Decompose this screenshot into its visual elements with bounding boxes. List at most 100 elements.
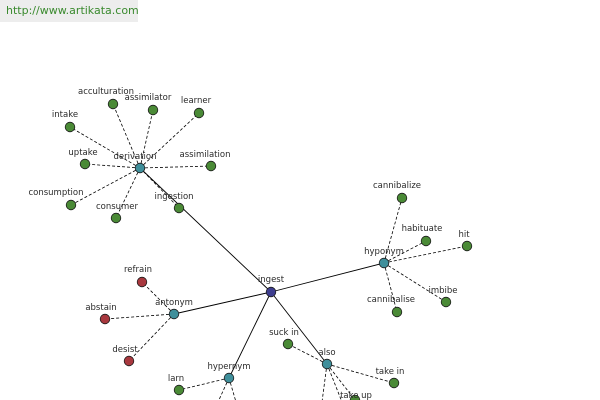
node-uptake[interactable]: uptake — [68, 148, 98, 170]
node-label: learner — [181, 96, 212, 106]
site-url-link[interactable]: http://www.artikata.com — [6, 4, 139, 17]
node-assimilator[interactable]: assimilator — [125, 93, 172, 116]
node-hypernym[interactable]: hypernym — [207, 362, 251, 384]
node-label: assimilator — [125, 93, 172, 103]
node-ingestion[interactable]: ingestion — [154, 192, 194, 214]
node-label: uptake — [68, 148, 97, 158]
node-cannibalize[interactable]: cannibalize — [373, 181, 421, 204]
antonym-word-marker[interactable] — [123, 355, 135, 367]
word-marker[interactable] — [420, 235, 432, 247]
word-marker[interactable] — [388, 377, 400, 389]
edge-antonym-desist — [128, 313, 175, 362]
node-antonym[interactable]: antonym — [155, 298, 193, 320]
edge-stub-also-2 — [321, 363, 328, 400]
node-label: consumer — [96, 202, 139, 212]
node-acculturation[interactable]: acculturation — [78, 87, 134, 110]
node-label: antonym — [155, 298, 193, 308]
node-learner[interactable]: learner — [181, 96, 212, 119]
word-marker[interactable] — [391, 306, 403, 318]
node-take-in[interactable]: take in — [376, 367, 405, 389]
word-marker[interactable] — [65, 199, 77, 211]
node-suck-in[interactable]: suck in — [269, 328, 299, 350]
node-label: abstain — [85, 303, 116, 313]
edge-antonym-refrain — [141, 281, 175, 315]
edge-derivation-acculturation — [112, 103, 141, 169]
node-label: desist — [112, 345, 138, 355]
node-hit[interactable]: hit — [458, 230, 473, 252]
word-marker[interactable] — [193, 107, 205, 119]
node-consumption[interactable]: consumption — [28, 188, 84, 211]
node-label: also — [318, 348, 335, 358]
word-marker[interactable] — [79, 158, 91, 170]
edge-derivation-learner — [139, 112, 200, 169]
node-label: intake — [52, 110, 78, 120]
node-desist[interactable]: desist — [112, 345, 138, 367]
edge-hyponym-habituate — [383, 240, 427, 264]
node-also[interactable]: also — [318, 348, 336, 370]
node-label: consumption — [28, 188, 83, 198]
node-larn[interactable]: larn — [168, 374, 185, 396]
edge-stub-hypernym-0 — [218, 377, 230, 400]
word-marker[interactable] — [110, 212, 122, 224]
word-marker[interactable] — [349, 394, 361, 400]
word-marker[interactable] — [282, 338, 294, 350]
edge-also-take-up — [326, 363, 356, 400]
node-label: take in — [376, 367, 405, 377]
relation-marker[interactable] — [378, 257, 390, 269]
node-label: hyponym — [364, 247, 404, 257]
edge-ingest-derivation — [139, 167, 272, 293]
node-imbibe[interactable]: imbibe — [428, 286, 458, 308]
node-label: refrain — [124, 265, 152, 275]
node-label: habituate — [402, 224, 443, 234]
edges-layer — [69, 103, 468, 400]
edge-antonym-abstain — [104, 313, 175, 320]
node-consumer[interactable]: consumer — [96, 202, 139, 224]
word-marker[interactable] — [461, 240, 473, 252]
edge-also-take-in — [326, 363, 395, 384]
root-marker[interactable] — [265, 286, 277, 298]
node-habituate[interactable]: habituate — [402, 224, 443, 247]
word-marker[interactable] — [64, 121, 76, 133]
relation-marker[interactable] — [223, 372, 235, 384]
edge-derivation-uptake — [84, 163, 141, 169]
edge-also-suck-in — [287, 343, 328, 365]
edge-derivation-ingestion — [139, 167, 180, 209]
edge-hyponym-imbibe — [383, 262, 447, 303]
edge-ingest-hypernym — [228, 291, 272, 379]
node-refrain[interactable]: refrain — [124, 265, 152, 288]
node-assimilation[interactable]: assimilation — [180, 150, 231, 172]
node-label: imbibe — [428, 286, 457, 296]
word-marker[interactable] — [440, 296, 452, 308]
node-label: hypernym — [207, 362, 250, 372]
node-label: derivation — [113, 152, 156, 162]
word-marker[interactable] — [396, 192, 408, 204]
edge-stub-also-3 — [326, 363, 342, 400]
edge-hypernym-larn — [178, 377, 230, 391]
node-label: hit — [458, 230, 470, 240]
edge-derivation-consumer — [115, 167, 141, 219]
word-marker[interactable] — [107, 98, 119, 110]
node-hyponym[interactable]: hyponym — [364, 247, 404, 269]
node-derivation[interactable]: derivation — [113, 152, 157, 174]
node-intake[interactable]: intake — [52, 110, 78, 133]
node-label: ingest — [258, 275, 285, 285]
node-label: acculturation — [78, 87, 134, 97]
relation-marker[interactable] — [134, 162, 146, 174]
node-cannibalise[interactable]: cannibalise — [367, 295, 415, 318]
word-marker[interactable] — [173, 202, 185, 214]
relation-marker[interactable] — [168, 308, 180, 320]
edge-stub-hypernym-1 — [228, 377, 236, 400]
word-marker[interactable] — [205, 160, 217, 172]
relation-marker[interactable] — [321, 358, 333, 370]
edge-derivation-assimilation — [139, 165, 212, 169]
node-take-up[interactable]: take up — [340, 391, 372, 400]
node-label: larn — [168, 374, 184, 384]
node-abstain[interactable]: abstain — [85, 303, 117, 325]
word-marker[interactable] — [173, 384, 185, 396]
node-ingest[interactable]: ingest — [258, 275, 285, 298]
edge-hyponym-hit — [383, 245, 468, 264]
antonym-word-marker[interactable] — [99, 313, 111, 325]
word-marker[interactable] — [147, 104, 159, 116]
antonym-word-marker[interactable] — [136, 276, 148, 288]
